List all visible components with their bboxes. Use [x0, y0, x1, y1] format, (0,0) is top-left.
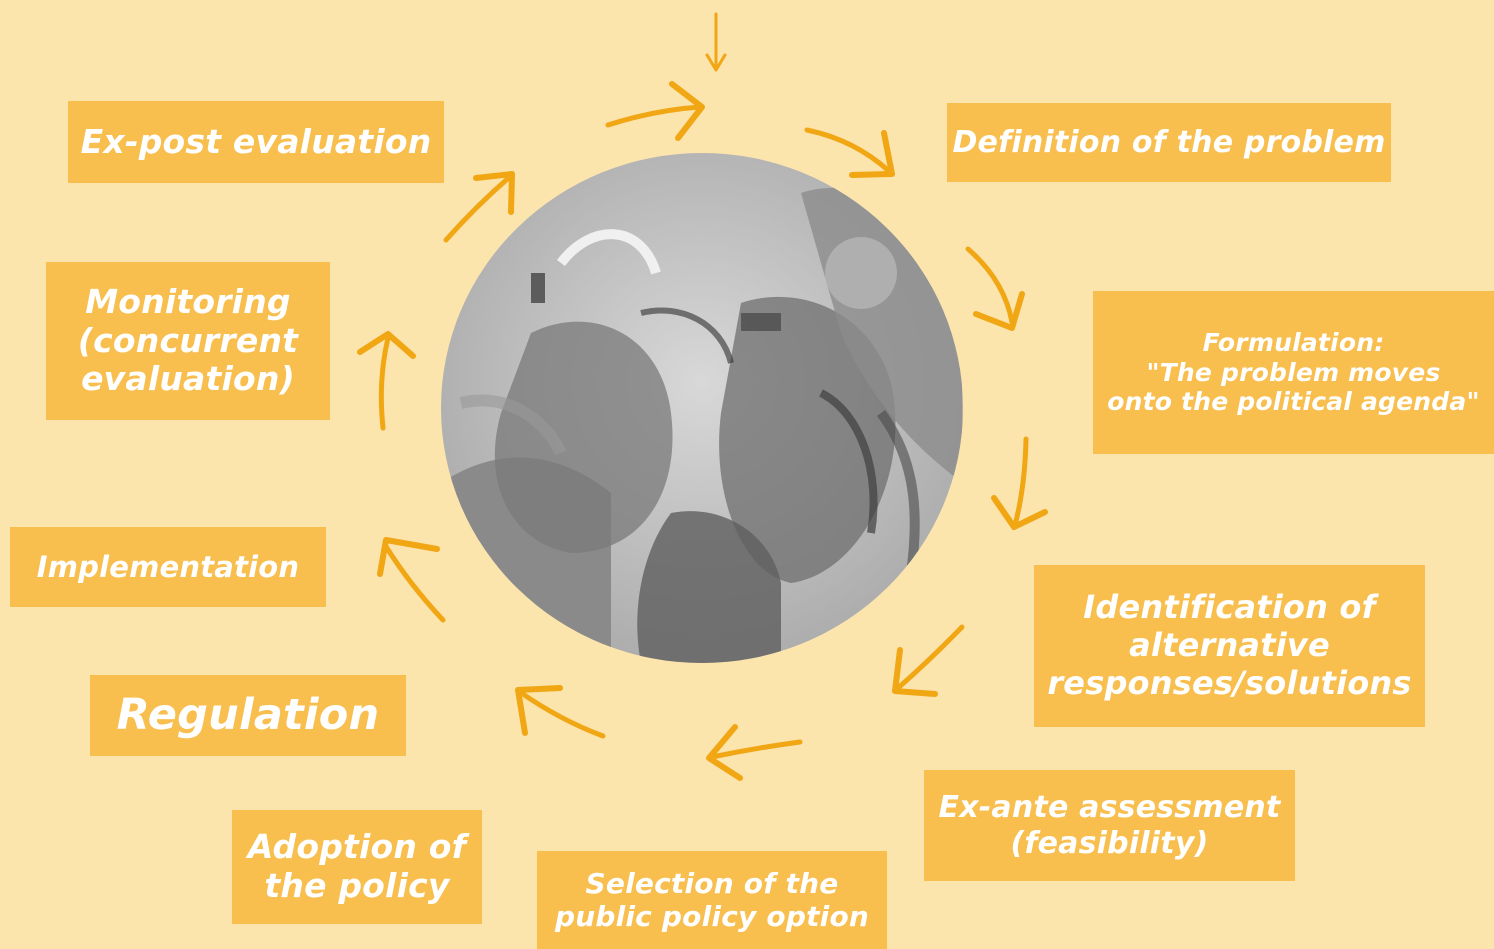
step-selection-of-policy-option: Selection of the public policy option	[537, 851, 887, 949]
step-monitoring: Monitoring (concurrent evaluation)	[46, 262, 330, 420]
cycle-arrow-8	[377, 537, 446, 623]
cycle-arrow-6	[706, 724, 803, 781]
step-implementation: Implementation	[10, 527, 326, 607]
cycle-arrow-3	[965, 246, 1025, 331]
cycle-arrow-5	[892, 624, 965, 697]
cycle-arrow-1	[605, 81, 705, 141]
cycle-arrow-4	[991, 436, 1048, 530]
step-ex-ante-assessment: Ex-ante assessment (feasibility)	[924, 770, 1295, 881]
step-adoption-of-the-policy: Adoption of the policy	[232, 810, 482, 924]
entry-arrow	[705, 12, 727, 72]
step-formulation: Formulation: "The problem moves onto the…	[1093, 291, 1494, 454]
step-ex-post-evaluation: Ex-post evaluation	[68, 101, 444, 183]
step-definition-of-the-problem: Definition of the problem	[947, 103, 1391, 182]
cycle-arrow-2	[804, 127, 895, 178]
cycle-arrow-7	[515, 685, 606, 739]
cycle-arrow-9	[357, 331, 416, 431]
center-painting-image	[441, 153, 963, 663]
cycle-arrow-10	[443, 171, 515, 243]
step-identification-of-alternatives: Identification of alternative responses/…	[1034, 565, 1425, 727]
step-regulation: Regulation	[90, 675, 406, 756]
